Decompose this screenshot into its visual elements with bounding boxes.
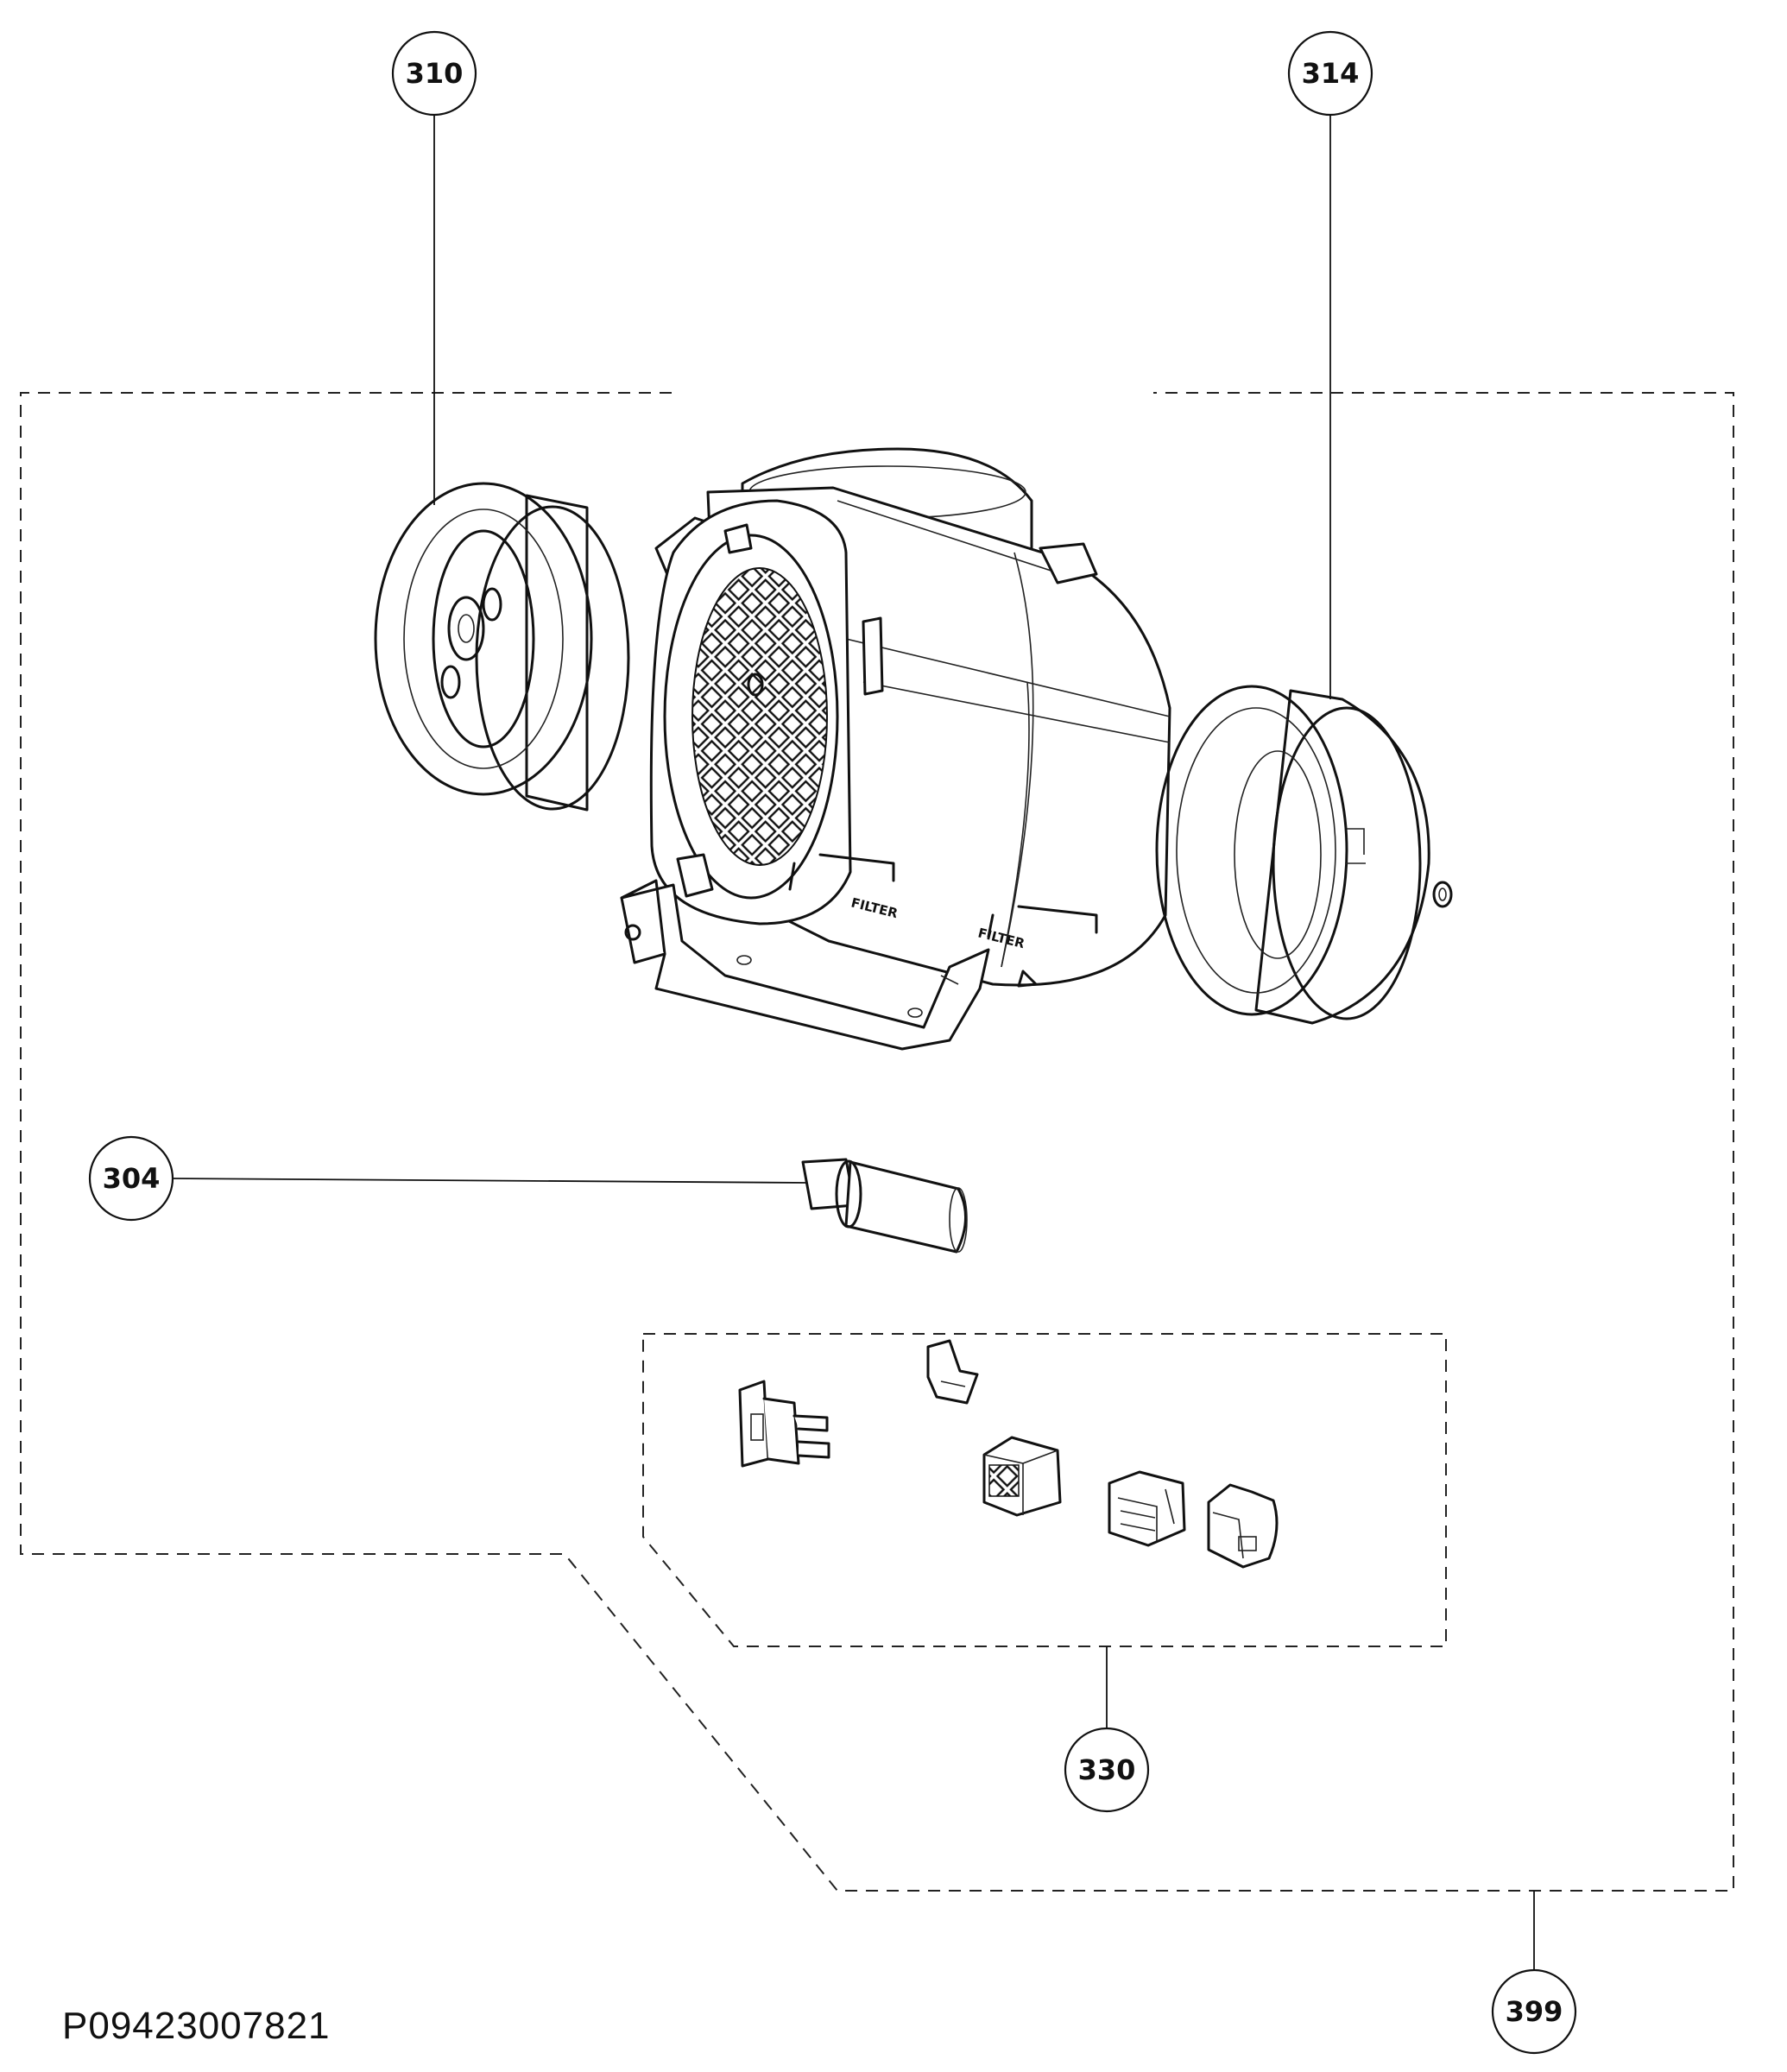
connector-kit (738, 1339, 1279, 1569)
callout-399-label: 399 (1506, 1995, 1563, 2028)
assembly-boundary (20, 392, 1734, 1892)
connector-4 (1108, 1470, 1186, 1547)
connector-1 (738, 1380, 830, 1468)
callout-310-label: 310 (406, 57, 464, 90)
callout-314-label: 314 (1302, 57, 1360, 90)
callout-330: 330 (1064, 1727, 1150, 1813)
callout-330-label: 330 (1078, 1753, 1136, 1786)
capacitor (801, 1158, 968, 1254)
callout-399: 399 (1491, 1968, 1577, 2055)
callout-310: 310 (391, 30, 477, 117)
connector-2 (926, 1339, 979, 1405)
drawing-code: P09423007821 (62, 2005, 331, 2047)
connector-kit-boundary (642, 1333, 1447, 1647)
callout-314: 314 (1287, 30, 1373, 117)
fan-wheel-right (1155, 685, 1453, 1025)
motor-housing: FILTER FILTER (620, 447, 1171, 1051)
connector-5 (1207, 1483, 1279, 1569)
callout-304-label: 304 (103, 1162, 161, 1195)
callout-304: 304 (88, 1135, 174, 1222)
fan-wheel-left (374, 482, 630, 812)
connector-3 (982, 1436, 1062, 1517)
leader-304 (172, 1178, 808, 1184)
